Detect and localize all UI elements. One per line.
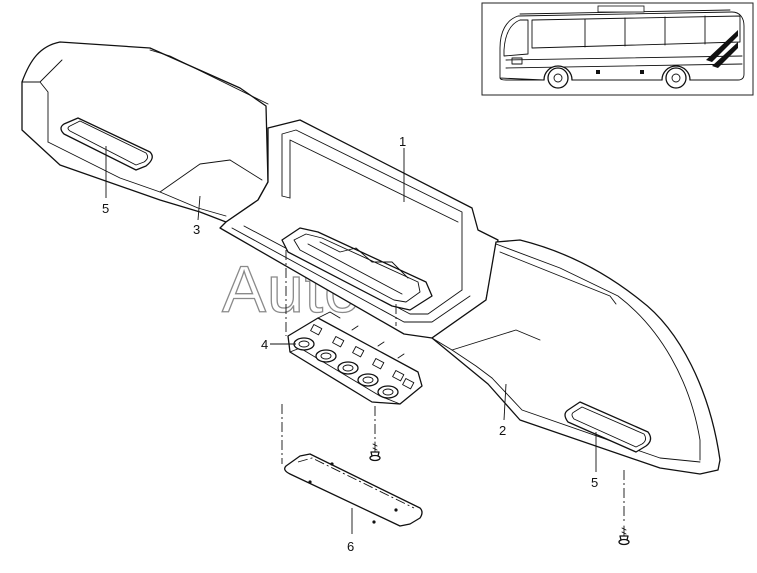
callout-4: 4 <box>261 337 268 352</box>
part-6-cover-plate <box>284 453 423 527</box>
callout-5-left: 5 <box>102 201 109 216</box>
screw-center <box>369 441 381 462</box>
part-4-switch-panel <box>287 311 423 405</box>
callout-6: 6 <box>347 539 354 554</box>
callouts: 1 2 3 4 5 5 6 <box>102 134 598 554</box>
callout-5-right: 5 <box>591 475 598 490</box>
callout-3: 3 <box>193 222 200 237</box>
part-1-center-panel <box>219 119 499 339</box>
callout-1: 1 <box>399 134 406 149</box>
bus-thumbnail <box>481 2 754 96</box>
assembly-lines <box>281 250 625 524</box>
screw-right <box>618 525 630 546</box>
leader-lines <box>105 146 597 534</box>
switch-knobs <box>293 337 399 399</box>
callout-2: 2 <box>499 423 506 438</box>
switch-sockets <box>310 324 415 390</box>
part-2-right-shelf <box>431 239 721 475</box>
part-3-left-shelf <box>21 41 269 223</box>
